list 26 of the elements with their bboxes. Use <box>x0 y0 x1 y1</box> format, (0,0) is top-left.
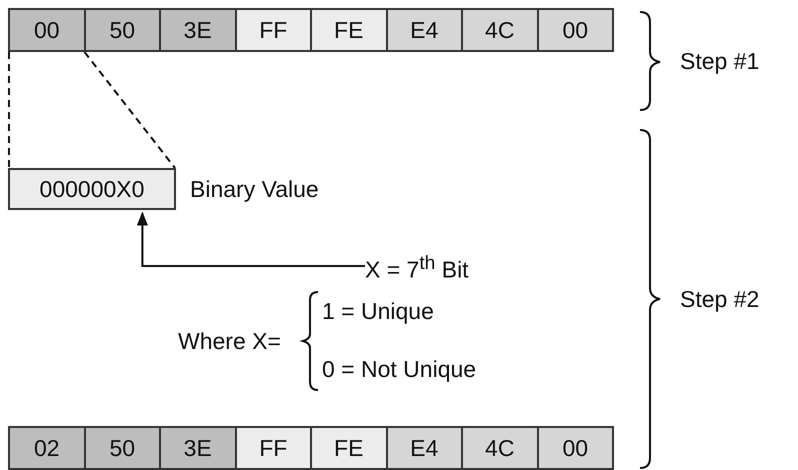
byte-cell: 00 <box>536 8 614 52</box>
value-meaning: 1 = Unique <box>322 300 434 323</box>
byte-cell: 4C <box>461 426 538 470</box>
byte-cell: 3E <box>159 426 236 470</box>
byte-cell: FF <box>234 426 312 470</box>
byte-cell: FE <box>310 8 388 52</box>
bit-label: X = 7$^{th}$ Bit <box>365 254 469 282</box>
byte-cell: 50 <box>84 426 161 470</box>
condition-label: Where X= <box>178 330 281 353</box>
step-label: Step #2 <box>680 288 760 311</box>
step-label: Step #1 <box>680 50 760 73</box>
byte-cell: 4C <box>461 8 538 52</box>
value-meaning: 0 = Not Unique <box>322 358 476 381</box>
byte-cell: FE <box>310 426 388 470</box>
byte-cell: FF <box>234 8 312 52</box>
byte-cell: 02 <box>8 426 86 470</box>
byte-cell: E4 <box>386 8 463 52</box>
byte-cell: 00 <box>536 426 614 470</box>
binary-value-box: 000000X0 <box>8 168 176 210</box>
byte-cell: 50 <box>84 8 161 52</box>
box-caption: Binary Value <box>190 178 319 201</box>
byte-cell: 3E <box>159 8 236 52</box>
arrow <box>136 212 365 267</box>
dashed-line <box>8 51 176 169</box>
byte-cell: 00 <box>8 8 86 52</box>
byte-cell: E4 <box>386 426 463 470</box>
